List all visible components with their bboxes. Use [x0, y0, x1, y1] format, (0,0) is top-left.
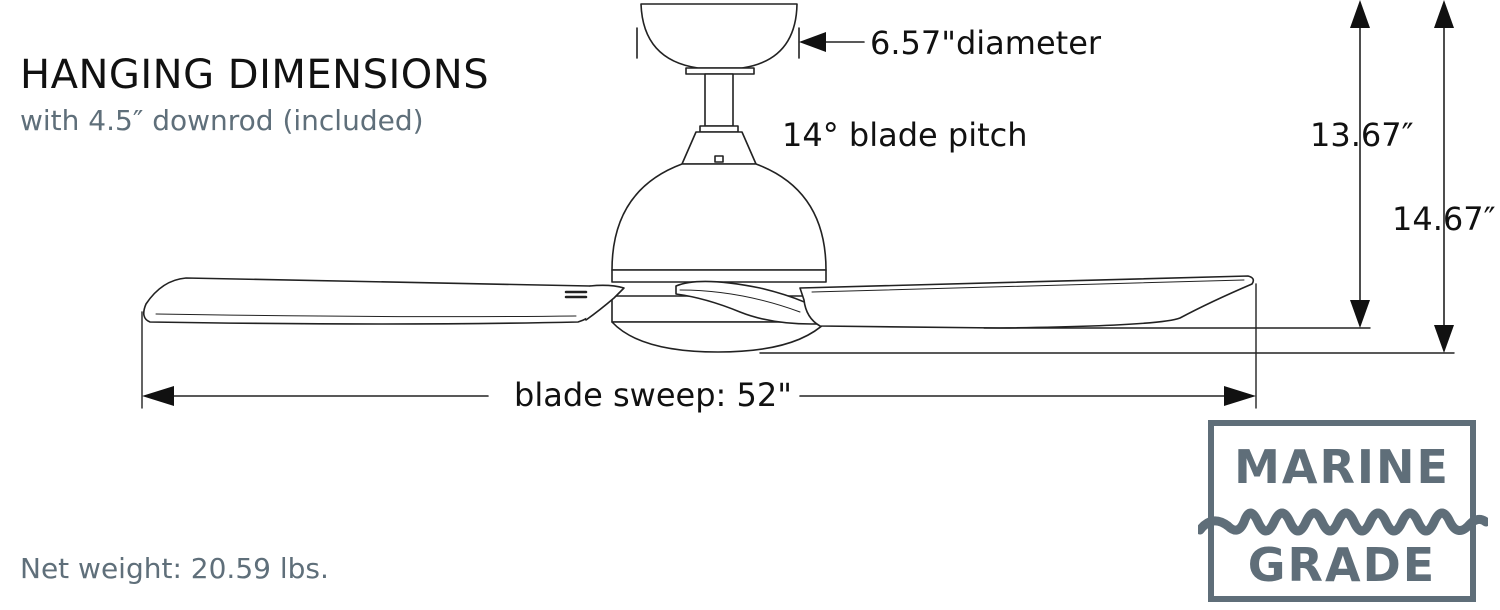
- blade-left-inner: [155, 313, 577, 318]
- marine-grade-badge: MARINE GRADE: [1198, 420, 1488, 602]
- net-weight-label: Net weight: 20.59 lbs.: [20, 552, 329, 585]
- sweep-arrow-right: [1224, 386, 1256, 406]
- blade-right: [799, 275, 1255, 329]
- height-to-light-label: 14.67″: [1392, 200, 1496, 238]
- height-to-blade-arrow-bottom: [1350, 300, 1370, 328]
- badge-line-1: MARINE: [1234, 440, 1450, 494]
- downrod-coupler: [699, 125, 739, 133]
- height-to-blade-label: 13.67″: [1310, 116, 1414, 154]
- motor-housing: [611, 163, 827, 271]
- height-to-light-arrow-bottom: [1434, 325, 1454, 353]
- canopy: [640, 3, 798, 69]
- housing-screw: [714, 155, 724, 163]
- blade-left: [142, 277, 606, 325]
- page-title: HANGING DIMENSIONS: [20, 52, 490, 98]
- diameter-arrow: [799, 32, 826, 52]
- blade-sweep-label: blade sweep: 52": [508, 376, 798, 414]
- height-to-light-arrow-top: [1434, 0, 1454, 28]
- wave-icon: [1198, 508, 1488, 536]
- light-dome: [611, 321, 827, 353]
- motor-band: [611, 269, 827, 283]
- height-to-blade-arrow-top: [1350, 0, 1370, 28]
- blade-left-arm: [585, 284, 625, 321]
- downrod: [704, 73, 734, 127]
- sweep-arrow-left: [142, 386, 174, 406]
- page-subtitle: with 4.5″ downrod (included): [20, 104, 424, 137]
- blade-pitch-label: 14° blade pitch: [782, 116, 1028, 154]
- badge-line-2: GRADE: [1247, 538, 1437, 592]
- canopy-collar: [685, 67, 755, 75]
- canopy-diameter-label: 6.57"diameter: [870, 24, 1102, 62]
